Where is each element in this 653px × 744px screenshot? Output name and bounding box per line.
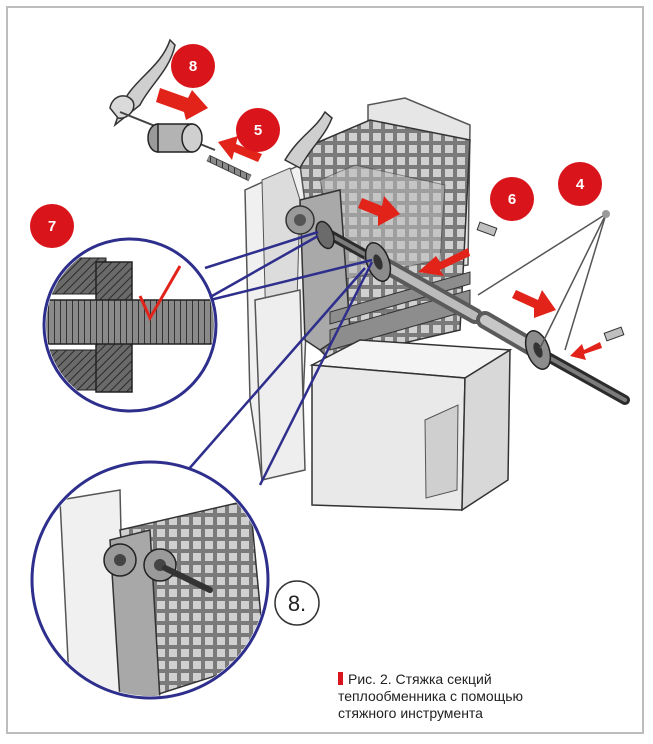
callout-badge-6: 6 bbox=[490, 177, 534, 221]
arrow-stud-in bbox=[218, 136, 262, 162]
caption-line-1: Рис. 2. Стяжка секций bbox=[338, 671, 638, 688]
label-4-leader-lines bbox=[477, 210, 610, 351]
arrow-rod-push bbox=[418, 248, 470, 276]
direction-arrows bbox=[156, 88, 602, 360]
callout-badge-8: 8 bbox=[171, 44, 215, 88]
detail-8-label-circle bbox=[274, 580, 320, 626]
figure-frame bbox=[6, 6, 644, 734]
detail-circle-7 bbox=[42, 237, 218, 413]
callout-label-5: 5 bbox=[254, 122, 262, 139]
detail-8-label: 8. bbox=[288, 591, 306, 616]
callout-badge-5: 5 bbox=[236, 108, 280, 152]
callout-label-4: 4 bbox=[576, 176, 585, 193]
tightening-rod bbox=[315, 220, 630, 405]
detail-circle-8: 8. bbox=[30, 460, 320, 700]
arrow-nipple-in bbox=[156, 88, 208, 120]
figure-caption: Рис. 2. Стяжка секций теплообменника с п… bbox=[338, 671, 638, 722]
caption-line-2: теплообменника с помощью bbox=[338, 688, 524, 704]
caption-line-3: стяжного инструмента bbox=[338, 705, 483, 721]
callout-label-8: 8 bbox=[189, 58, 197, 75]
callout-badge-4: 4 bbox=[558, 162, 602, 206]
caption-marker bbox=[338, 672, 343, 685]
callout-label-7: 7 bbox=[48, 218, 56, 235]
callout-lines bbox=[187, 230, 374, 486]
arrow-block-push bbox=[358, 196, 400, 226]
arrow-tool-push bbox=[512, 290, 556, 318]
combustion-chamber-box bbox=[309, 339, 513, 512]
arrow-pin-in bbox=[570, 342, 602, 360]
exploded-parts bbox=[109, 38, 625, 342]
callout-label-6: 6 bbox=[508, 191, 516, 208]
callout-badge-7: 7 bbox=[30, 204, 74, 248]
caption-line-1-text: Рис. 2. Стяжка секций bbox=[348, 671, 492, 687]
